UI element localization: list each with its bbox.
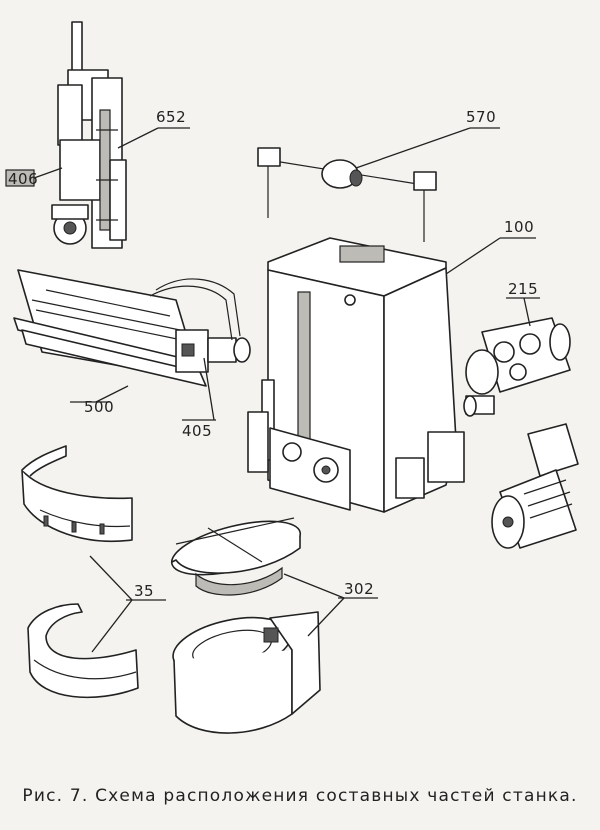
electric-motor xyxy=(491,423,579,549)
callout-406: 406 xyxy=(5,167,63,188)
callout-500: 500 xyxy=(70,385,129,416)
label-35: 35 xyxy=(134,582,154,600)
label-405: 405 xyxy=(182,422,212,440)
label-302: 302 xyxy=(344,580,374,598)
gearbox xyxy=(463,317,571,417)
rotary-table xyxy=(170,517,302,596)
figure-caption: Рис. 7. Схема расположения составных час… xyxy=(22,786,578,806)
label-100: 100 xyxy=(504,218,534,236)
callout-35: 35 xyxy=(89,555,166,653)
horizontal-slide-unit xyxy=(13,269,251,387)
label-570: 570 xyxy=(466,108,496,126)
label-652: 652 xyxy=(156,108,186,126)
label-406: 406 xyxy=(8,170,38,188)
guard-shell-lower xyxy=(27,603,139,699)
callout-100: 100 xyxy=(445,218,536,275)
guard-shell-upper xyxy=(21,445,133,543)
machine-column xyxy=(247,237,465,513)
callout-405: 405 xyxy=(182,357,216,440)
callout-652: 652 xyxy=(117,108,190,149)
rotary-table-base xyxy=(172,611,321,734)
callout-215: 215 xyxy=(506,280,540,327)
callout-302: 302 xyxy=(283,573,378,637)
label-215: 215 xyxy=(508,280,538,298)
spindle-slide-unit xyxy=(51,21,127,249)
label-500: 500 xyxy=(84,398,114,416)
lead-screw-assembly xyxy=(257,147,437,242)
callout-570: 570 xyxy=(355,108,500,169)
